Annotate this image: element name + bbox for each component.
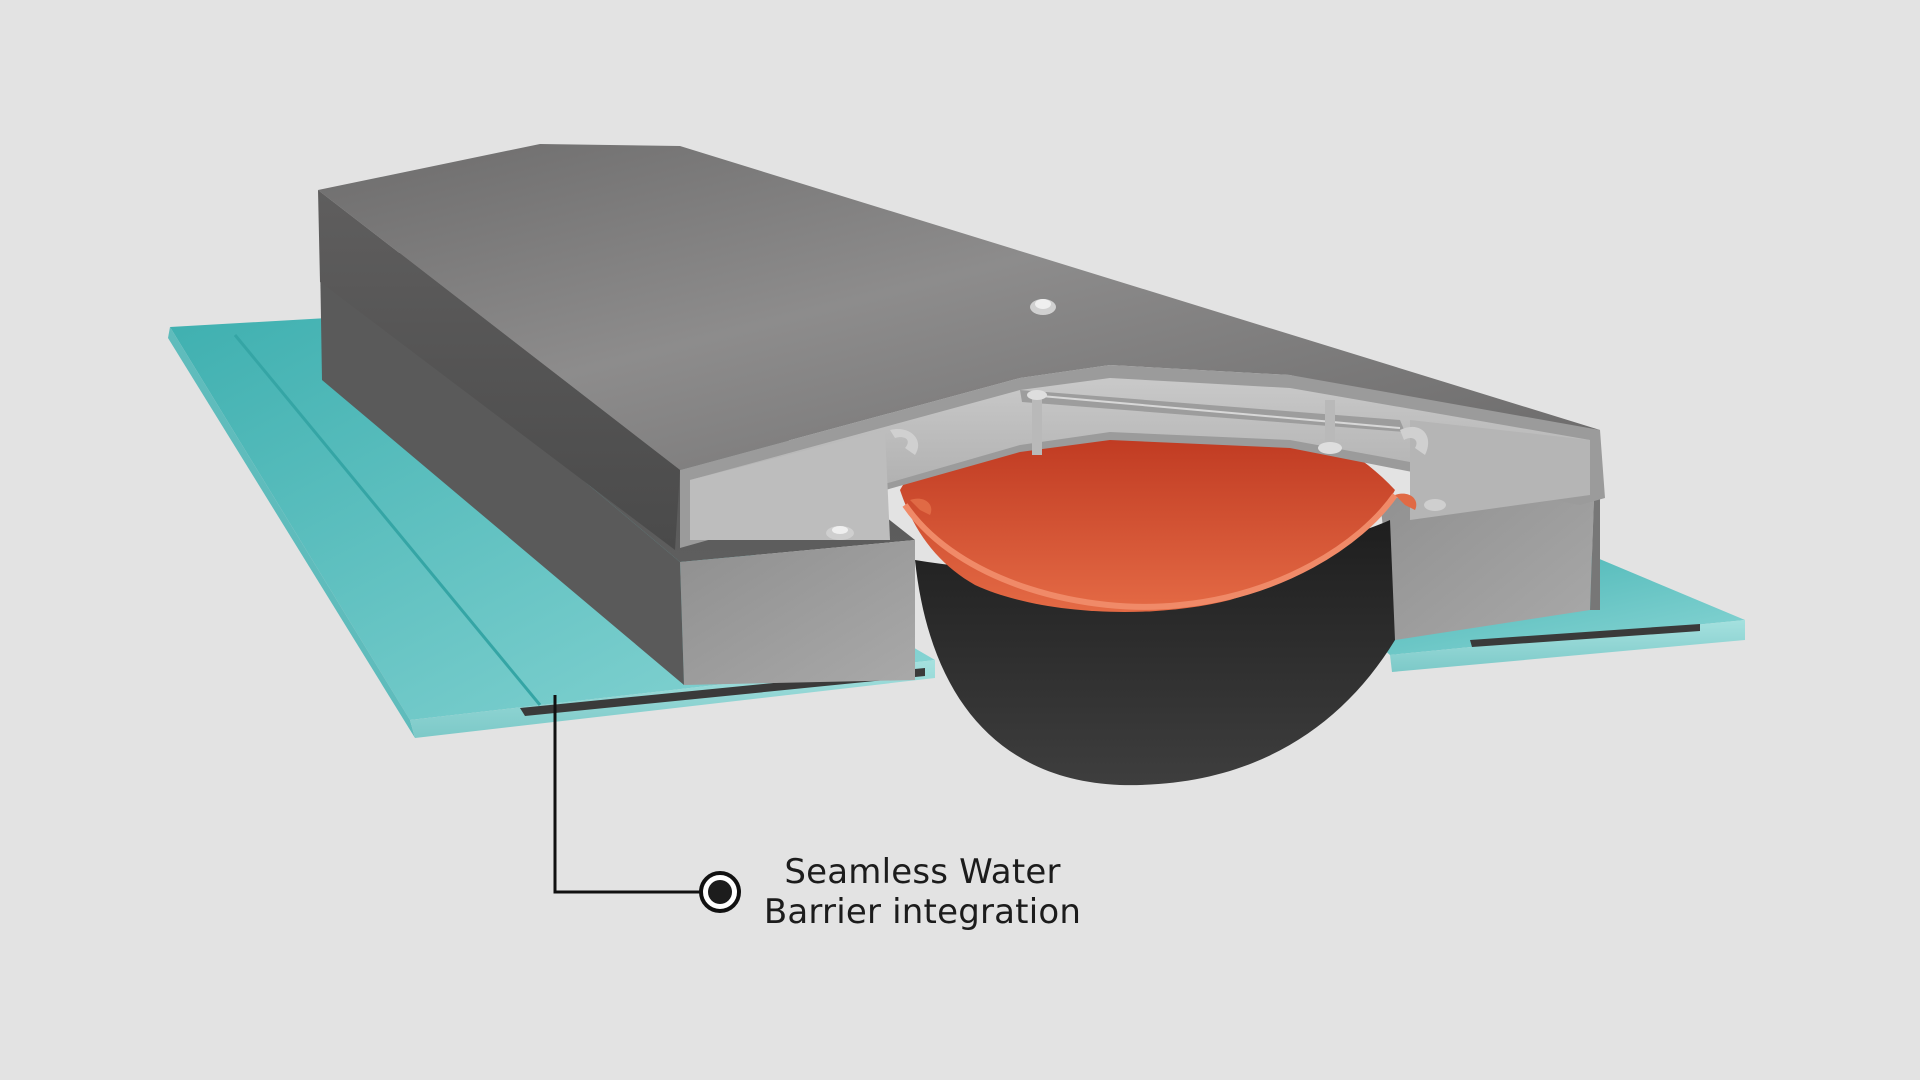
clip-left (890, 429, 932, 515)
clip-right (1395, 426, 1429, 510)
bolt-right (1424, 499, 1446, 511)
mounting-rail (1020, 390, 1405, 432)
callout-leader (553, 695, 705, 894)
callout-label: Seamless Water Barrier integration (720, 852, 1125, 932)
screw-right (1318, 400, 1342, 454)
screw-top (1030, 299, 1056, 315)
bolt-left (826, 526, 854, 540)
callout-dot (699, 871, 741, 913)
screw-left (1027, 390, 1047, 455)
callout-line-1: Seamless Water (784, 852, 1061, 892)
callout-line-2: Barrier integration (763, 892, 1082, 932)
